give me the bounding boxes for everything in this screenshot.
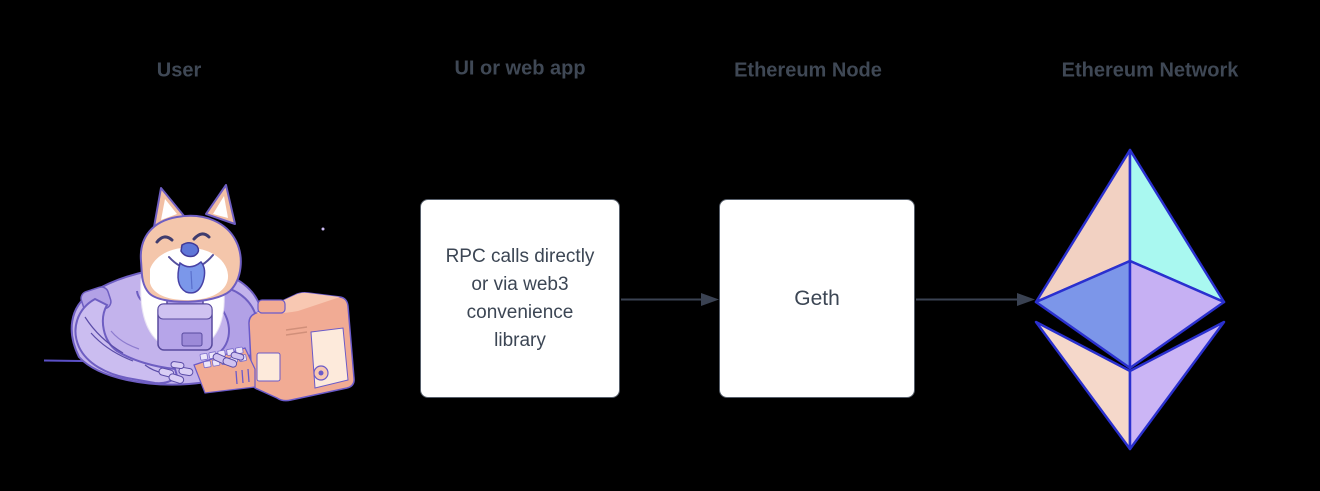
- keyboard: [193, 347, 256, 394]
- chest-pack: [157, 288, 213, 351]
- eth-reflection-left: [1034, 320, 1132, 451]
- keyboard-keys: [199, 346, 247, 369]
- column-label-ethereum-network: Ethereum Network: [1061, 59, 1239, 82]
- left-ear: [153, 187, 185, 228]
- geth-box-label: Geth: [794, 286, 840, 310]
- arrow-webapp-to-node: [621, 293, 719, 306]
- geth-box: Geth: [719, 199, 915, 398]
- muzzle: [150, 247, 229, 301]
- computer-side-panel: [310, 327, 349, 389]
- webapp-box-line: or via web3: [471, 273, 569, 295]
- robot-paw-fingers: [158, 351, 245, 384]
- right-arm: [202, 285, 260, 369]
- head-fur: [139, 214, 242, 303]
- tongue: [177, 260, 206, 294]
- doge-astronaut-illustration: [43, 184, 355, 402]
- column-label-webapp: UI or web app: [454, 57, 586, 80]
- nose: [180, 242, 200, 258]
- eth-face-mid-right: [1128, 259, 1226, 370]
- closed-eyes: [155, 232, 211, 244]
- sparkle-dot: [321, 227, 325, 231]
- webapp-box-line: RPC calls directly: [445, 245, 595, 267]
- computer-fan: [313, 365, 329, 381]
- webapp-box-line: convenience: [466, 301, 574, 323]
- webapp-box: RPC calls directly or via web3 convenien…: [420, 199, 620, 398]
- webapp-box-line: library: [494, 329, 546, 351]
- right-ear: [205, 184, 236, 225]
- eth-face-mid-left: [1034, 259, 1132, 370]
- retro-computer: [193, 292, 355, 402]
- computer-front-panel: [256, 352, 281, 382]
- dog-body: [70, 265, 265, 386]
- eth-face-top-left: [1034, 148, 1132, 304]
- eth-reflection-right: [1128, 320, 1226, 451]
- dog-head: [139, 184, 242, 303]
- collar-ring: [136, 288, 218, 313]
- left-arm-glove: [74, 297, 179, 385]
- computer-body: [248, 292, 355, 402]
- arrowhead: [701, 293, 719, 306]
- chest-fur: [140, 265, 225, 351]
- arrow-node-to-network: [916, 293, 1035, 306]
- smile: [168, 254, 214, 270]
- desk-line: [43, 359, 118, 363]
- computer-handle: [257, 299, 286, 314]
- arrowhead: [1017, 293, 1035, 306]
- keyboard-vent: [235, 368, 250, 385]
- ethereum-logo: [1034, 148, 1226, 451]
- column-label-ethereum-node: Ethereum Node: [734, 59, 882, 82]
- column-label-user: User: [156, 59, 202, 82]
- eth-face-top-right: [1128, 148, 1226, 304]
